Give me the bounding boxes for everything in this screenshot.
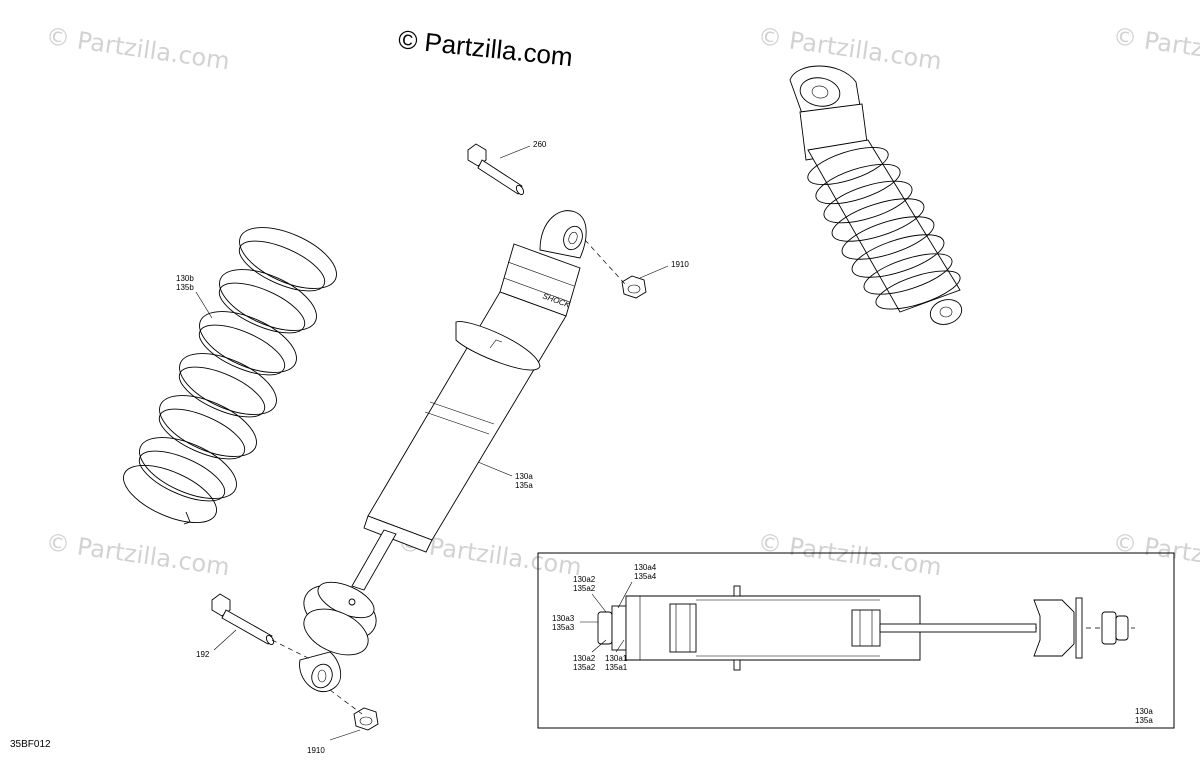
label-detail-a4: 130a4 135a4: [634, 563, 657, 581]
label-detail-assembly: 130a 135a: [1135, 707, 1153, 725]
detail-box: [537, 552, 1175, 729]
label-spring: 130b 135b: [176, 274, 194, 292]
label-bolt-top: 260: [533, 140, 547, 149]
nut-icon: [353, 707, 379, 731]
label-detail-a2-top: 130a2 135a2: [573, 575, 596, 593]
bolt-icon: [467, 143, 525, 196]
shock-cross-section-icon: [597, 585, 1135, 671]
diagram-code: 35BF012: [10, 739, 51, 750]
label-detail-a2-bottom: 130a2 135a2: [573, 654, 596, 672]
label-nut-bottom: 1910: [307, 746, 325, 755]
bolt-icon: [211, 593, 275, 646]
label-nut-top: 1910: [671, 260, 689, 269]
coil-spring-icon: [123, 227, 337, 525]
label-detail-a3: 130a3 135a3: [552, 614, 575, 632]
nut-icon: [621, 275, 647, 299]
label-shock-body: 130a 135a: [515, 472, 533, 490]
shock-absorber-icon: SHOCK: [299, 210, 587, 693]
label-bolt-bottom: 192: [196, 650, 210, 659]
shock-assembly-icon: [789, 65, 963, 325]
label-detail-a1: 130a1 135a1: [605, 654, 628, 672]
